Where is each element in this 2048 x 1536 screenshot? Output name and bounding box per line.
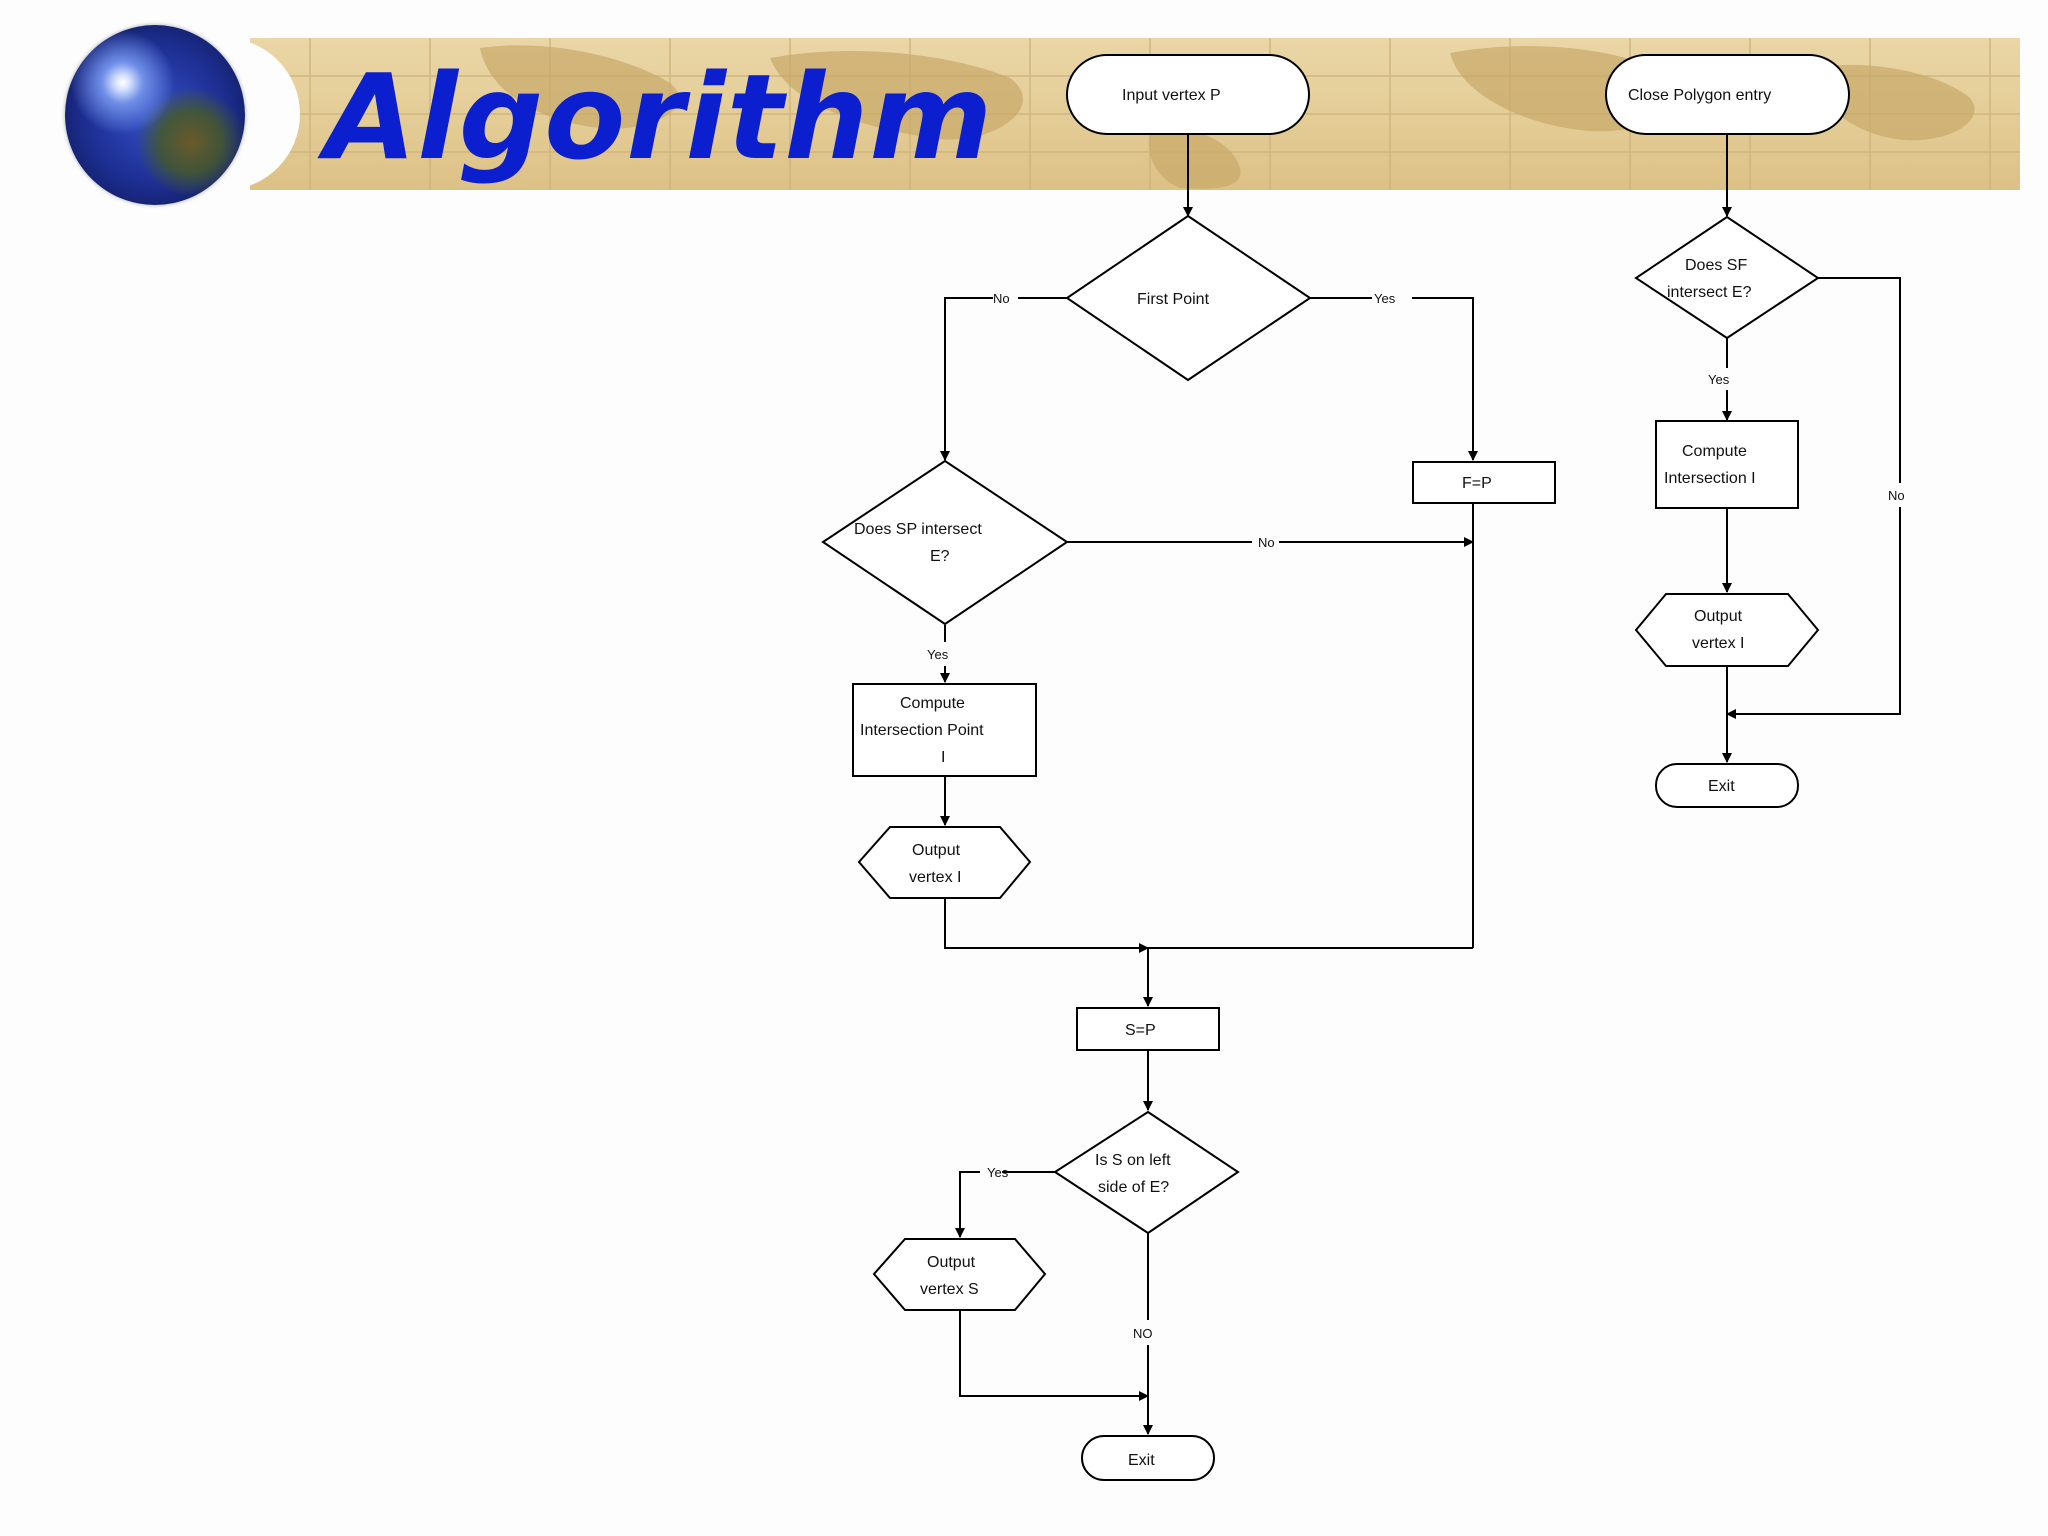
edge-output-to-merge bbox=[944, 898, 1149, 953]
sp-no-label: No bbox=[1258, 535, 1275, 550]
compute-label-2: Intersection Point bbox=[860, 722, 984, 739]
page-title: Algorithm bbox=[325, 48, 994, 186]
left-side-label-2: side of E? bbox=[1098, 1179, 1169, 1196]
start-label: Input vertex P bbox=[1122, 87, 1221, 104]
close-exit-terminator bbox=[1655, 763, 1799, 808]
edge-left-yes-2 bbox=[955, 1171, 980, 1238]
first-yes-label: Yes bbox=[1374, 291, 1396, 306]
left-yes-label: Yes bbox=[987, 1165, 1009, 1180]
sf-yes-label: Yes bbox=[1708, 372, 1730, 387]
edge-first-no-2 bbox=[940, 297, 993, 461]
sp-intersect-label-1: Does SP intersect bbox=[854, 521, 982, 538]
sp-yes-label: Yes bbox=[927, 647, 949, 662]
output-i-label-2: vertex I bbox=[909, 869, 961, 886]
sf-intersect-decision bbox=[1634, 215, 1820, 340]
edge-sf-no bbox=[1818, 277, 1901, 483]
left-side-label-1: Is S on left bbox=[1095, 1152, 1171, 1169]
close-exit-label: Exit bbox=[1708, 778, 1735, 795]
edge-first-yes-2 bbox=[1412, 297, 1478, 461]
sp-intersect-label-2: E? bbox=[930, 548, 950, 565]
sp-box-label: S=P bbox=[1125, 1022, 1156, 1039]
edge-output-s-to-exit bbox=[959, 1310, 1149, 1401]
edge-sf-no-2 bbox=[1726, 507, 1901, 719]
sf-no-label: No bbox=[1888, 488, 1905, 503]
close-compute-label-1: Compute bbox=[1682, 443, 1747, 460]
output-vertex-s-hexagon bbox=[872, 1238, 1047, 1311]
left-side-decision bbox=[1053, 1110, 1240, 1235]
compute-label-3: I bbox=[941, 749, 945, 766]
first-no-label: No bbox=[993, 291, 1010, 306]
close-output-label-1: Output bbox=[1694, 608, 1743, 625]
sf-intersect-label-1: Does SF bbox=[1685, 257, 1747, 274]
fp-box-label: F=P bbox=[1462, 475, 1492, 492]
fp-process-box bbox=[1412, 461, 1556, 504]
globe-icon bbox=[65, 25, 245, 205]
sp-intersect-decision bbox=[821, 459, 1069, 626]
first-point-decision bbox=[1065, 214, 1312, 382]
exit-terminator bbox=[1081, 1435, 1215, 1481]
sf-intersect-label-2: intersect E? bbox=[1667, 284, 1752, 301]
start-terminator bbox=[1066, 54, 1310, 135]
output-i-label-1: Output bbox=[912, 842, 961, 859]
compute-intersection-box bbox=[852, 683, 1037, 777]
output-s-label-2: vertex S bbox=[920, 1281, 979, 1298]
sp-process-box bbox=[1076, 1007, 1220, 1051]
first-point-label: First Point bbox=[1137, 291, 1210, 308]
left-no-label: NO bbox=[1133, 1326, 1153, 1341]
close-compute-box bbox=[1655, 420, 1799, 509]
exit-label: Exit bbox=[1128, 1452, 1155, 1469]
compute-label-1: Compute bbox=[900, 695, 965, 712]
output-s-label-1: Output bbox=[927, 1254, 976, 1271]
close-start-terminator bbox=[1605, 54, 1850, 135]
output-vertex-i-hexagon bbox=[857, 826, 1032, 899]
close-output-label-2: vertex I bbox=[1692, 635, 1744, 652]
close-output-hexagon bbox=[1634, 593, 1820, 667]
close-compute-label-2: Intersection I bbox=[1664, 470, 1756, 487]
close-start-label: Close Polygon entry bbox=[1628, 87, 1771, 104]
